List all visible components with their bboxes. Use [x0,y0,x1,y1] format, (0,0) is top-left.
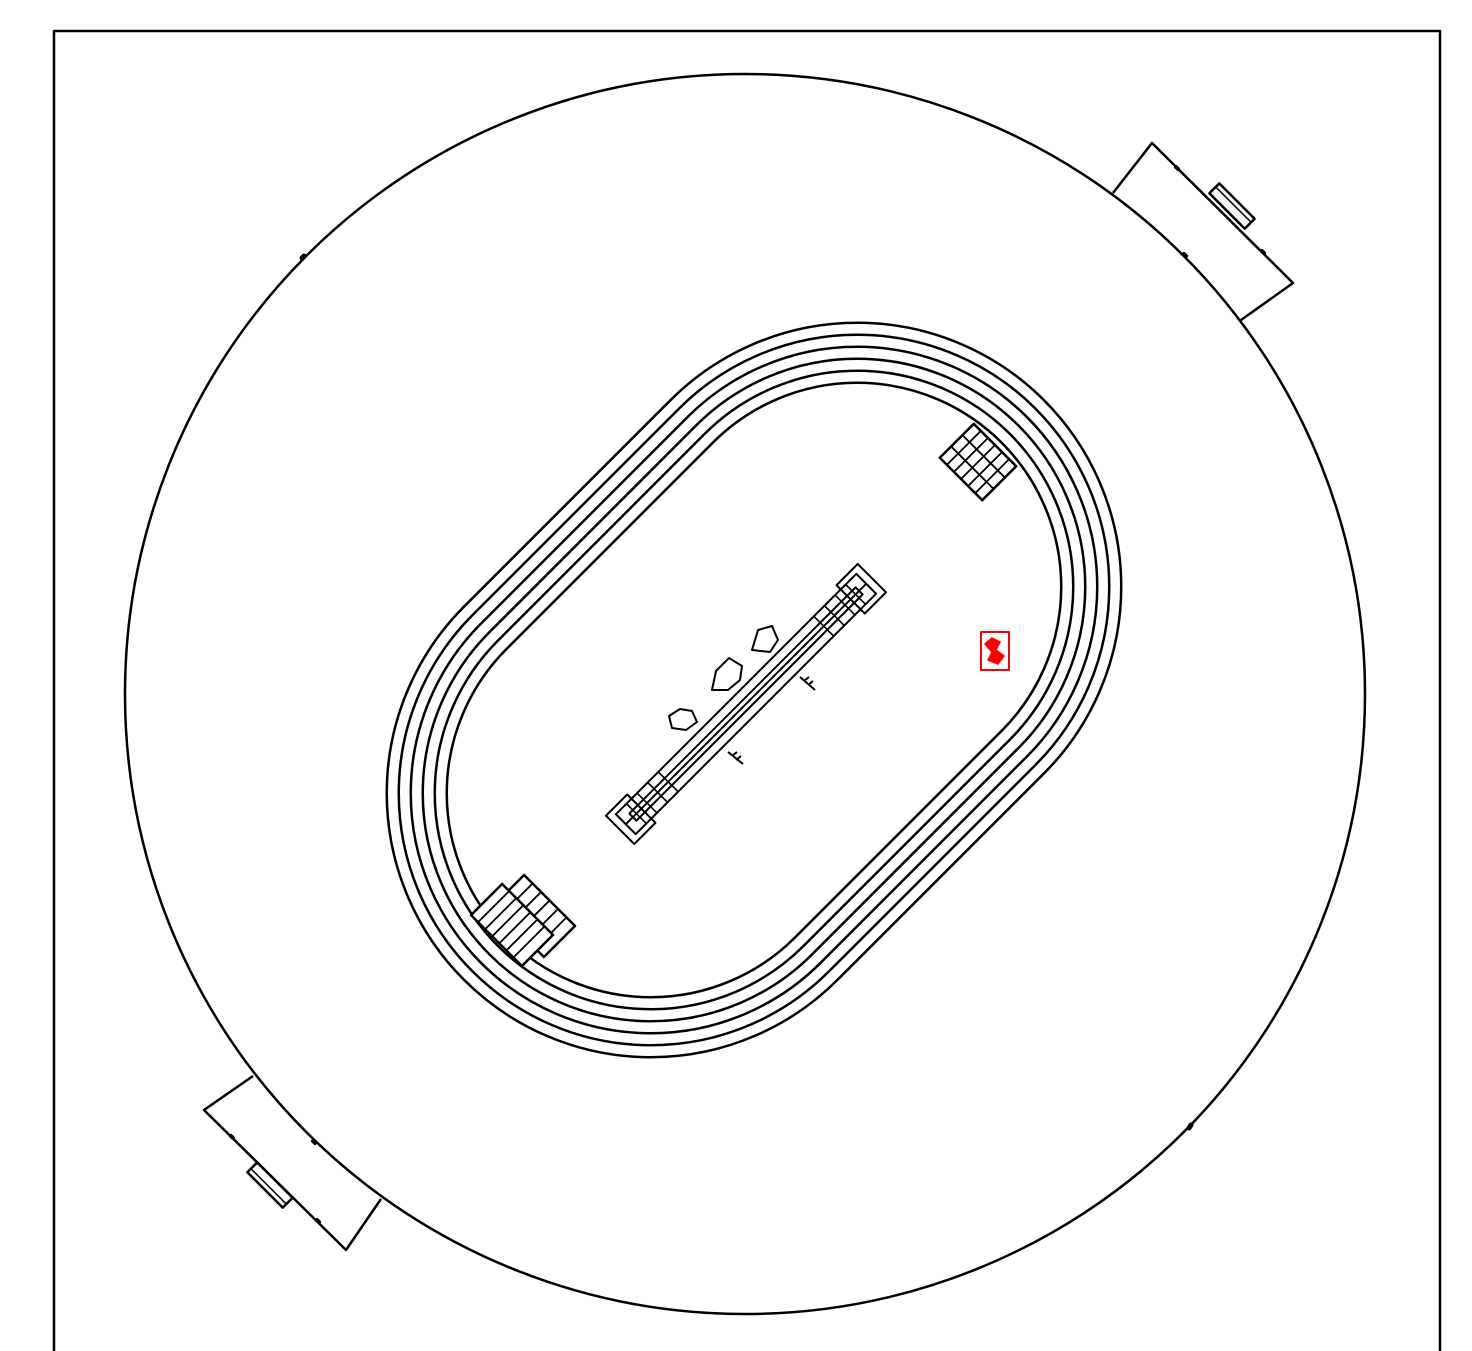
outer-circle-ticks [299,253,1194,1131]
entrance-gate-sw [202,1074,383,1252]
entrance-gate-ne [1112,141,1295,322]
frame [52,29,1442,1351]
track-lane-line-6 [385,321,1123,1059]
outer-circle [123,72,1367,1316]
track-lane-line-2 [433,369,1075,1011]
center-field-structure [604,562,888,846]
start-bleacher-sw [469,873,577,968]
track-lane-line-5 [397,333,1111,1047]
highlight-marker [980,631,1010,671]
start-bleacher-ne [938,422,1018,502]
oval-track [385,321,1123,1059]
track-lane-line-4 [409,345,1099,1035]
track-lane-line-3 [421,357,1087,1023]
